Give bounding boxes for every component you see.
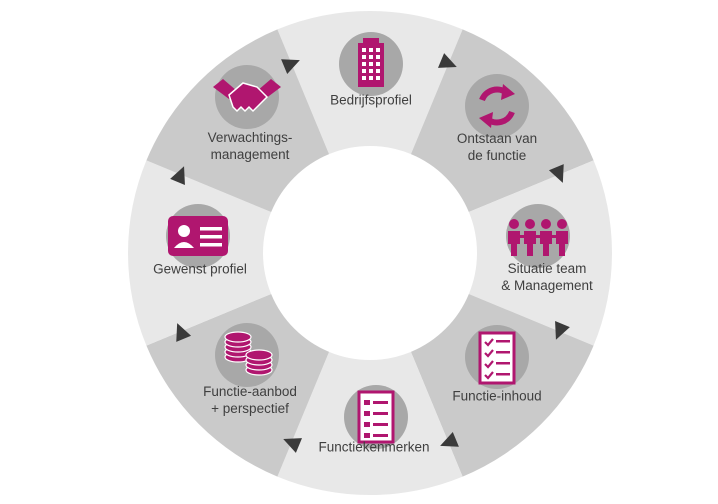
segment-label-7: Gewenst profiel [153, 261, 247, 277]
team-people-icon [508, 219, 568, 256]
refresh-cycle-icon [479, 84, 515, 128]
flow-arrow [555, 320, 570, 340]
segment-label-6: Functie-aanbod + perspectief [203, 384, 297, 416]
segment-label-2: Ontstaan van de functie [456, 131, 538, 163]
handshake-icon [213, 79, 281, 113]
segment-label-1: Bedrijfsprofiel [330, 92, 412, 108]
coins-icon [224, 331, 273, 376]
building-icon [358, 38, 384, 87]
id-card-icon [168, 216, 228, 256]
flow-arrow [548, 164, 564, 183]
flow-arrow [283, 438, 303, 453]
flow-arrow [176, 323, 192, 342]
flow-arrow [281, 59, 300, 75]
list-document-icon [357, 390, 395, 444]
segment-label-4: Functie-inhoud [452, 388, 542, 404]
segment-label-3: Situatie team & Management [501, 261, 593, 293]
segment-label-8: Verwachtings- management [207, 130, 293, 162]
icon-badge-2 [465, 74, 529, 138]
flow-arrow [437, 53, 457, 68]
segment-label-5: Functiekenmerken [318, 439, 430, 455]
checklist-icon [478, 331, 516, 385]
flow-arrow [170, 166, 185, 186]
flow-arrow [440, 431, 459, 447]
